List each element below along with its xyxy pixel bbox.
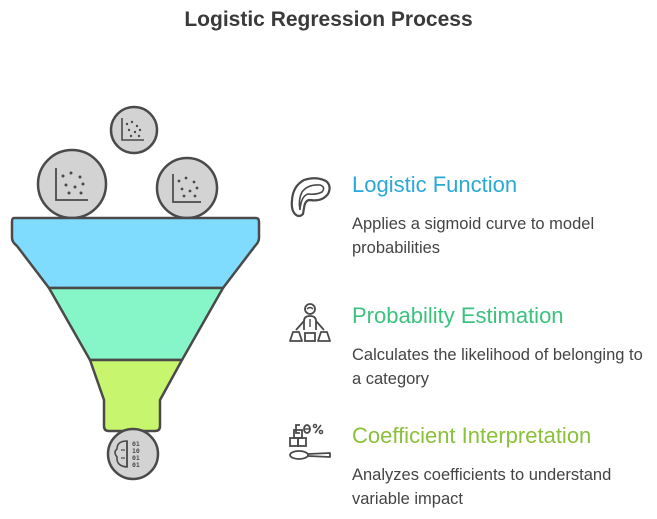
sigmoid-curve-icon <box>290 177 331 218</box>
scatter-plot-icon <box>121 118 144 141</box>
binary-bits-3: 01 <box>132 454 140 462</box>
funnel-middle-section <box>47 286 225 362</box>
funnel-bottom-section <box>88 358 184 433</box>
binary-brain-icon: 01 10 01 01 <box>114 440 140 469</box>
output-circle: 01 10 01 01 <box>106 427 160 481</box>
scatter-plot-icon <box>55 168 88 201</box>
binary-bits-1: 01 <box>132 440 140 448</box>
input-circle-top <box>109 105 159 155</box>
step-heading: Coefficient Interpretation <box>352 423 592 448</box>
input-circle-left <box>36 148 108 220</box>
input-circle-right <box>155 156 219 220</box>
binary-bits-2: 10 <box>132 447 140 455</box>
step-description: Analyzes coefficients to understand vari… <box>352 466 612 508</box>
step-description: Calculates the likelihood of belonging t… <box>352 346 643 388</box>
person-with-weights-icon <box>289 303 331 342</box>
coefficient-scale-icon <box>289 423 331 460</box>
binary-bits-4: 01 <box>132 461 140 469</box>
step-heading: Logistic Function <box>352 172 518 197</box>
diagram-title: Logistic Regression Process <box>184 8 473 31</box>
funnel <box>10 216 261 433</box>
funnel-top-section <box>10 216 261 290</box>
step-description: Applies a sigmoid curve to model probabi… <box>352 215 595 257</box>
scatter-plot-icon <box>172 174 201 203</box>
step-heading: Probability Estimation <box>352 303 564 328</box>
